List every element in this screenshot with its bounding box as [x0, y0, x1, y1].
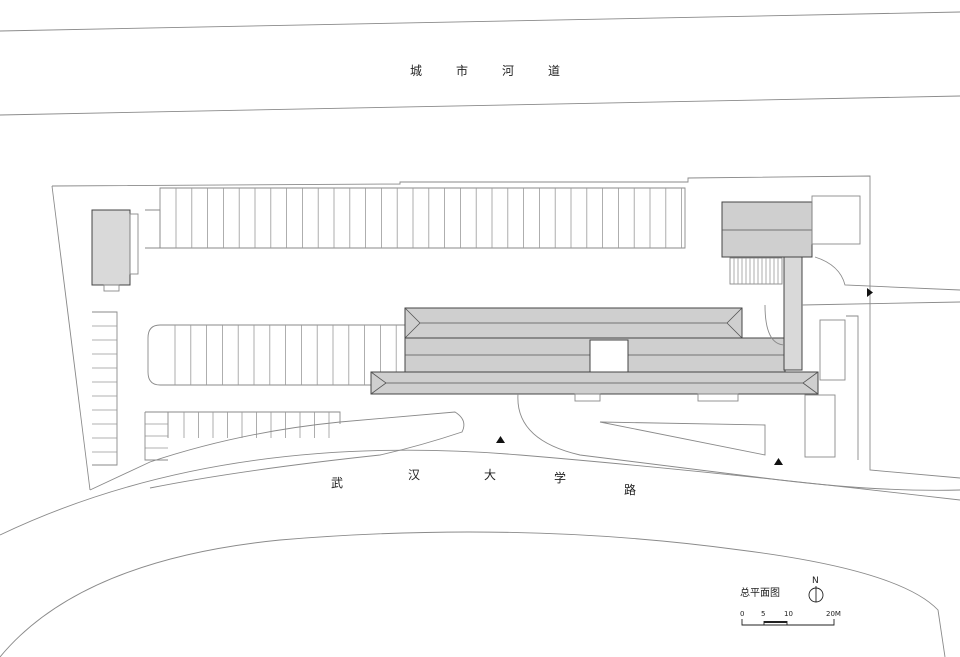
river-label-char: 市	[456, 63, 468, 78]
road-label-char: 汉	[408, 468, 420, 482]
road-label: 武 汉 大 学 路	[331, 468, 636, 497]
scale-bar: 0 5 10 20M	[740, 610, 841, 626]
scale-tick-label: 20M	[826, 610, 841, 618]
wuhan-university-road	[0, 449, 960, 657]
scale-tick-label: 5	[761, 610, 765, 618]
east-building	[721, 195, 861, 371]
site-boundary-west	[51, 185, 91, 491]
river-label: 城 市 河 道	[410, 63, 560, 78]
main-building	[370, 307, 819, 402]
road-label-char: 学	[554, 470, 566, 485]
entrance-arrow	[496, 436, 505, 443]
river-channel	[0, 11, 960, 116]
road-label-char: 路	[624, 482, 636, 497]
parking-row-middle	[147, 324, 406, 386]
scale-tick-label: 10	[784, 610, 793, 618]
entrance-arrow-east	[867, 288, 873, 297]
scale-tick-label: 0	[740, 610, 744, 618]
river-label-char: 道	[548, 64, 560, 78]
parking-column-west	[92, 311, 118, 466]
road-label-char: 大	[484, 468, 496, 482]
north-arrow-icon	[808, 586, 824, 603]
service-building-west	[91, 209, 139, 292]
entrance-arrow	[774, 458, 783, 465]
parking-row-south	[144, 411, 341, 461]
east-drive	[764, 256, 960, 460]
river-label-char: 城	[410, 64, 422, 78]
drive-aisle	[89, 411, 465, 491]
legend-title: 总平面图	[740, 586, 780, 599]
legend: 总平面图 N 0 5 10 20M	[740, 576, 841, 626]
forecourt-island	[599, 421, 766, 456]
parking-row-north	[145, 187, 686, 249]
road-label-char: 武	[331, 476, 343, 490]
river-label-char: 河	[502, 64, 514, 78]
north-label: N	[812, 576, 819, 586]
site-boundary	[51, 175, 960, 479]
